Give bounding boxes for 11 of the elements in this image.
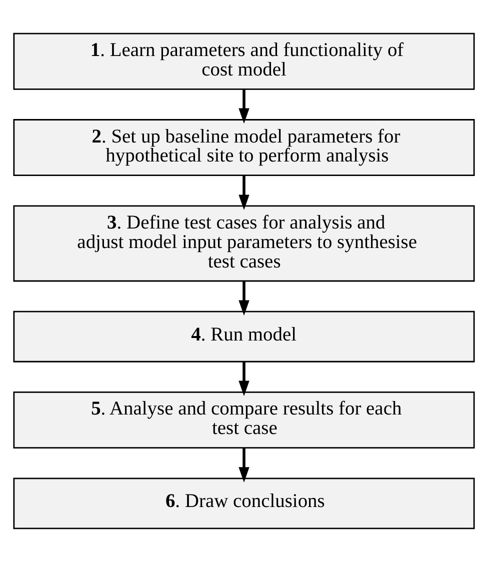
node-box: 5. Analyse and compare results for each test case xyxy=(13,391,475,448)
arrow xyxy=(238,174,250,210)
arrow xyxy=(238,448,250,482)
arrow xyxy=(238,89,250,124)
arrow xyxy=(238,280,250,316)
node-box: 6. Draw conclusions xyxy=(13,477,475,529)
node-box: 4. Run model xyxy=(13,310,475,362)
arrow xyxy=(238,361,250,396)
node-box: 2. Set up baseline model parameters for hypothetical site to perform analysis xyxy=(13,118,475,176)
node-box: 1. Learn parameters and functionality of cost model xyxy=(13,32,475,90)
node-box: 3. Define test cases for analysis and adjust model input parameters to synthesise test cases xyxy=(13,204,475,282)
